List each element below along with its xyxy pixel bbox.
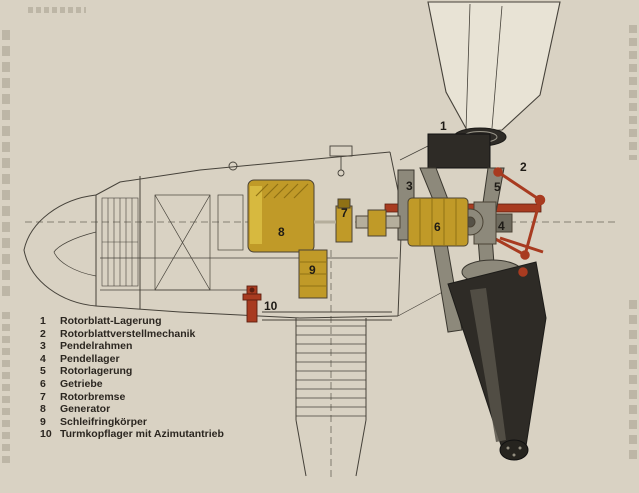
legend-item: 9 Schleifringkörper	[40, 416, 290, 429]
azimuth-drive	[242, 285, 262, 323]
legend: 1 Rotorblatt-Lagerung 2 Rotorblattverstell…	[40, 315, 290, 441]
tower-head	[262, 311, 392, 477]
legend-number: 3	[40, 340, 46, 353]
rotor-brake	[335, 198, 353, 243]
legend-number: 8	[40, 403, 46, 416]
legend-number: 2	[40, 327, 46, 340]
legend-item: 10 Turmkopflager mit Azimutantrieb	[40, 428, 290, 441]
scan-margin-text	[2, 7, 637, 468]
coupling	[367, 209, 387, 237]
callout-9: 9	[309, 263, 316, 277]
legend-label: Pendellager	[60, 352, 120, 365]
callout-3: 3	[406, 179, 413, 193]
hub-block	[427, 133, 491, 169]
nose-cone	[23, 194, 97, 307]
service-hoist	[228, 145, 353, 177]
generator	[247, 179, 336, 253]
legend-number: 9	[40, 415, 46, 428]
legend-label: Rotorbremse	[60, 390, 126, 403]
callout-6: 6	[434, 220, 441, 234]
rotor-blade-lower	[447, 259, 547, 461]
legend-label: Rotorblattverstellmechanik	[60, 327, 196, 340]
legend-label: Generator	[60, 403, 111, 416]
legend-item: 6 Getriebe	[40, 378, 290, 391]
legend-number: 6	[40, 377, 46, 390]
legend-item: 4 Pendellager	[40, 353, 290, 366]
callout-8: 8	[278, 225, 285, 239]
legend-item: 5 Rotorlagerung	[40, 365, 290, 378]
legend-label: Schleifringkörper	[60, 415, 147, 428]
legend-label: Turmkopflager mit Azimutantrieb	[60, 428, 224, 441]
legend-item: 7 Rotorbremse	[40, 391, 290, 404]
callout-4: 4	[498, 219, 505, 233]
generator-vents	[255, 183, 309, 199]
legend-number: 1	[40, 315, 46, 327]
legend-number: 4	[40, 352, 46, 365]
legend-label: Pendelrahmen	[60, 340, 133, 353]
legend-label: Rotorblatt-Lagerung	[60, 315, 162, 327]
legend-item: 8 Generator	[40, 403, 290, 416]
pitch-mechanism	[487, 167, 546, 277]
callout-1: 1	[440, 119, 447, 133]
callout-2: 2	[520, 160, 527, 174]
legend-number: 10	[40, 428, 52, 441]
pendulum-bearing	[495, 213, 513, 233]
legend-label: Rotorlagerung	[60, 365, 133, 378]
flange-stack	[296, 325, 366, 417]
gearbox	[407, 197, 469, 247]
frame-bay	[154, 194, 244, 291]
drivetrain	[335, 197, 513, 247]
nacelle-outline	[23, 133, 453, 319]
legend-label: Getriebe	[60, 377, 103, 390]
legend-item: 1 Rotorblatt-Lagerung	[40, 315, 290, 328]
legend-item: 2 Rotorblattverstellmechanik	[40, 328, 290, 341]
legend-item: 3 Pendelrahmen	[40, 340, 290, 353]
legend-number: 7	[40, 390, 46, 403]
callout-5: 5	[494, 180, 501, 194]
vent-grid	[101, 197, 139, 287]
callout-10: 10	[264, 299, 278, 313]
slip-ring-body	[298, 249, 328, 299]
legend-number: 5	[40, 365, 46, 378]
rotor-blade-upper	[427, 1, 561, 133]
callout-numbers: 1 2 3 4 5 6 7 8 9 10	[264, 119, 527, 313]
callout-7: 7	[341, 206, 348, 220]
